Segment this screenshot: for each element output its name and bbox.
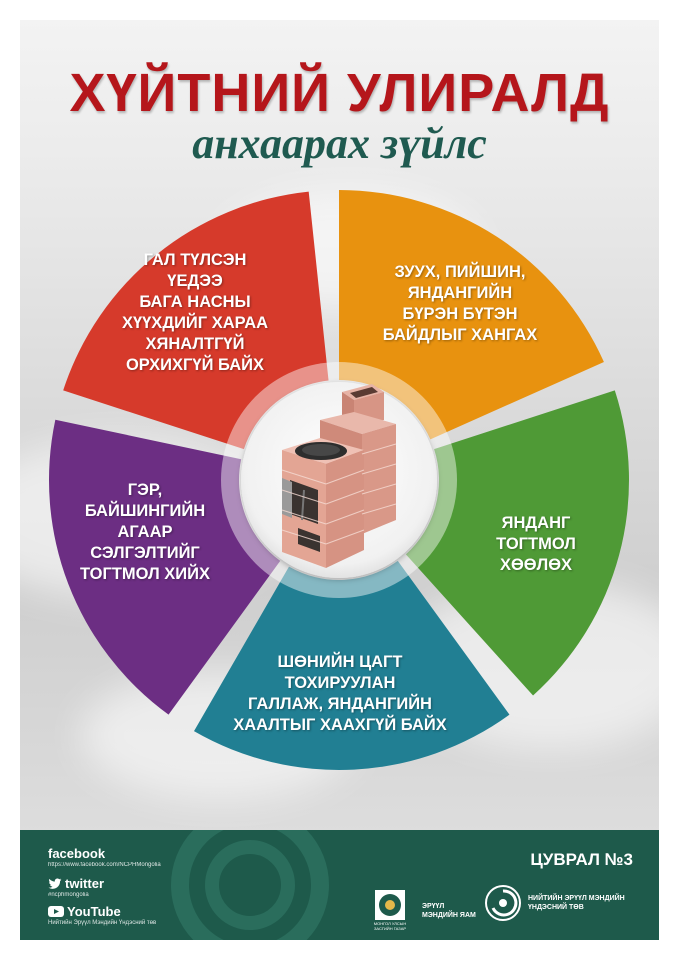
tip-teal-text: ШӨНИЙН ЦАГТ ТОХИРУУЛАН ГАЛЛАЖ, ЯНДАНГИЙН… — [220, 652, 460, 736]
tip-orange-text: ЗУУХ, ПИЙШИН, ЯНДАНГИЙН БҮРЭН БҮТЭН БАЙД… — [360, 262, 560, 346]
youtube-block[interactable]: YouTube Нийтийн Эрүүл Мэндийн Үндэсний т… — [48, 904, 156, 926]
tip-line: СЭЛГЭЛТИЙГ — [90, 544, 200, 562]
wheel-segment-teal — [194, 560, 510, 770]
tip-line: ЯНДАНГИЙН — [407, 284, 513, 302]
ncph-name-line: ҮНДЭСНИЙ ТӨВ — [528, 904, 584, 911]
ncph-name-line: НИЙТИЙН ЭРҮҮЛ МЭНДИЙН — [528, 895, 625, 902]
youtube-play-icon — [48, 906, 64, 917]
tip-line: ГЭР, — [127, 481, 163, 499]
wheel-segments — [48, 190, 629, 770]
twitter-block[interactable]: twitter #ncphmongolia — [48, 876, 104, 898]
tip-line: ГАЛЛАЖ, ЯНДАНГИЙН — [248, 695, 432, 713]
wheel-segment-purple — [48, 419, 281, 715]
facebook-url[interactable]: https://www.facebook.com/NCPHMongolia — [48, 862, 161, 868]
state-emblem-icon — [375, 890, 405, 920]
twitter-bird-icon — [48, 877, 62, 889]
facebook-label: facebook — [48, 846, 106, 861]
youtube-label: YouTube — [67, 904, 121, 919]
ncph-swirl-watermark-icon — [171, 830, 329, 940]
footer: facebook https://www.facebook.com/NCPHMo… — [20, 830, 659, 940]
tip-line: БҮРЭН БҮТЭН — [402, 305, 518, 323]
facebook-block[interactable]: facebook https://www.facebook.com/NCPHMo… — [48, 846, 161, 868]
wheel-segment-orange — [339, 190, 604, 440]
tip-line: БАЙШИНГИЙН — [84, 502, 206, 520]
tip-line: ХҮҮХДИЙГ ХАРАА — [121, 314, 269, 332]
youtube-channel[interactable]: Нийтийн Эрүүл Мэндийн Үндэсний төв — [48, 920, 157, 926]
tip-line: ЗУУХ, ПИЙШИН, — [394, 263, 526, 281]
twitter-label: twitter — [65, 876, 104, 891]
brick-stove-icon — [281, 384, 397, 568]
tip-line: ОРХИХГҮЙ БАЙХ — [125, 356, 265, 374]
tip-line: ЯНДАНГ — [501, 514, 571, 532]
tip-red-text: ГАЛ ТҮЛСЭН ҮЕДЭЭ БАГА НАСНЫ ХҮҮХДИЙГ ХАР… — [80, 250, 310, 376]
tip-line: ХӨӨЛӨХ — [499, 556, 573, 574]
tip-line: ҮЕДЭЭ — [167, 272, 223, 290]
tip-line: БАЙДЛЫГ ХАНГАХ — [382, 326, 538, 344]
tip-line: ХЯНАЛТГҮЙ — [145, 335, 245, 353]
tip-line: ТОХИРУУЛАН — [284, 674, 396, 692]
tips-wheel — [48, 190, 629, 770]
tip-line: ХААЛТЫГ ХААХГҮЙ БАЙХ — [233, 716, 447, 734]
tip-line: ТОГТМОЛ — [496, 535, 576, 553]
ministry-name-line: ЭРҮҮЛ — [422, 902, 445, 910]
tip-purple-text: ГЭР, БАЙШИНГИЙН АГААР СЭЛГЭЛТИЙГ ТОГТМОЛ… — [70, 480, 220, 585]
poster-title: ХҮЙТНИЙ УЛИРАЛД — [69, 63, 610, 123]
tip-line: ТОГТМОЛ ХИЙХ — [80, 565, 210, 583]
tip-line: БАГА НАСНЫ — [139, 293, 251, 311]
tip-line: АГААР — [117, 523, 173, 541]
ministry-small-label: МОНГОЛ УЛСЫН ЗАСГИЙН ГАЗАР — [373, 921, 407, 931]
poster-subtitle: анхаарах зүйлс — [192, 119, 487, 168]
wheel-segment-green — [405, 390, 629, 696]
tip-line: ШӨНИЙН ЦАГТ — [277, 653, 403, 671]
ncph-logo-icon — [485, 885, 521, 921]
twitter-handle[interactable]: #ncphmongolia — [48, 892, 89, 898]
ministry-name-line: МЭНДИЙН ЯАМ — [422, 911, 476, 919]
ncph-block: НИЙТИЙН ЭРҮҮЛ МЭНДИЙН ҮНДЭСНИЙ ТӨВ — [484, 884, 625, 922]
tip-green-text: ЯНДАНГ ТОГТМОЛ ХӨӨЛӨХ — [476, 513, 596, 576]
wheel-segment-red — [63, 191, 329, 450]
series-label: ЦУВРАЛ №3 — [530, 850, 633, 869]
tip-line: ГАЛ ТҮЛСЭН — [143, 251, 247, 269]
ministry-of-health-block: МОНГОЛ УЛСЫН ЗАСГИЙН ГАЗАР ЭРҮҮЛ МЭНДИЙН… — [368, 890, 476, 931]
poster: ХҮЙТНИЙ УЛИРАЛД анхаарах зүйлс — [20, 20, 659, 940]
